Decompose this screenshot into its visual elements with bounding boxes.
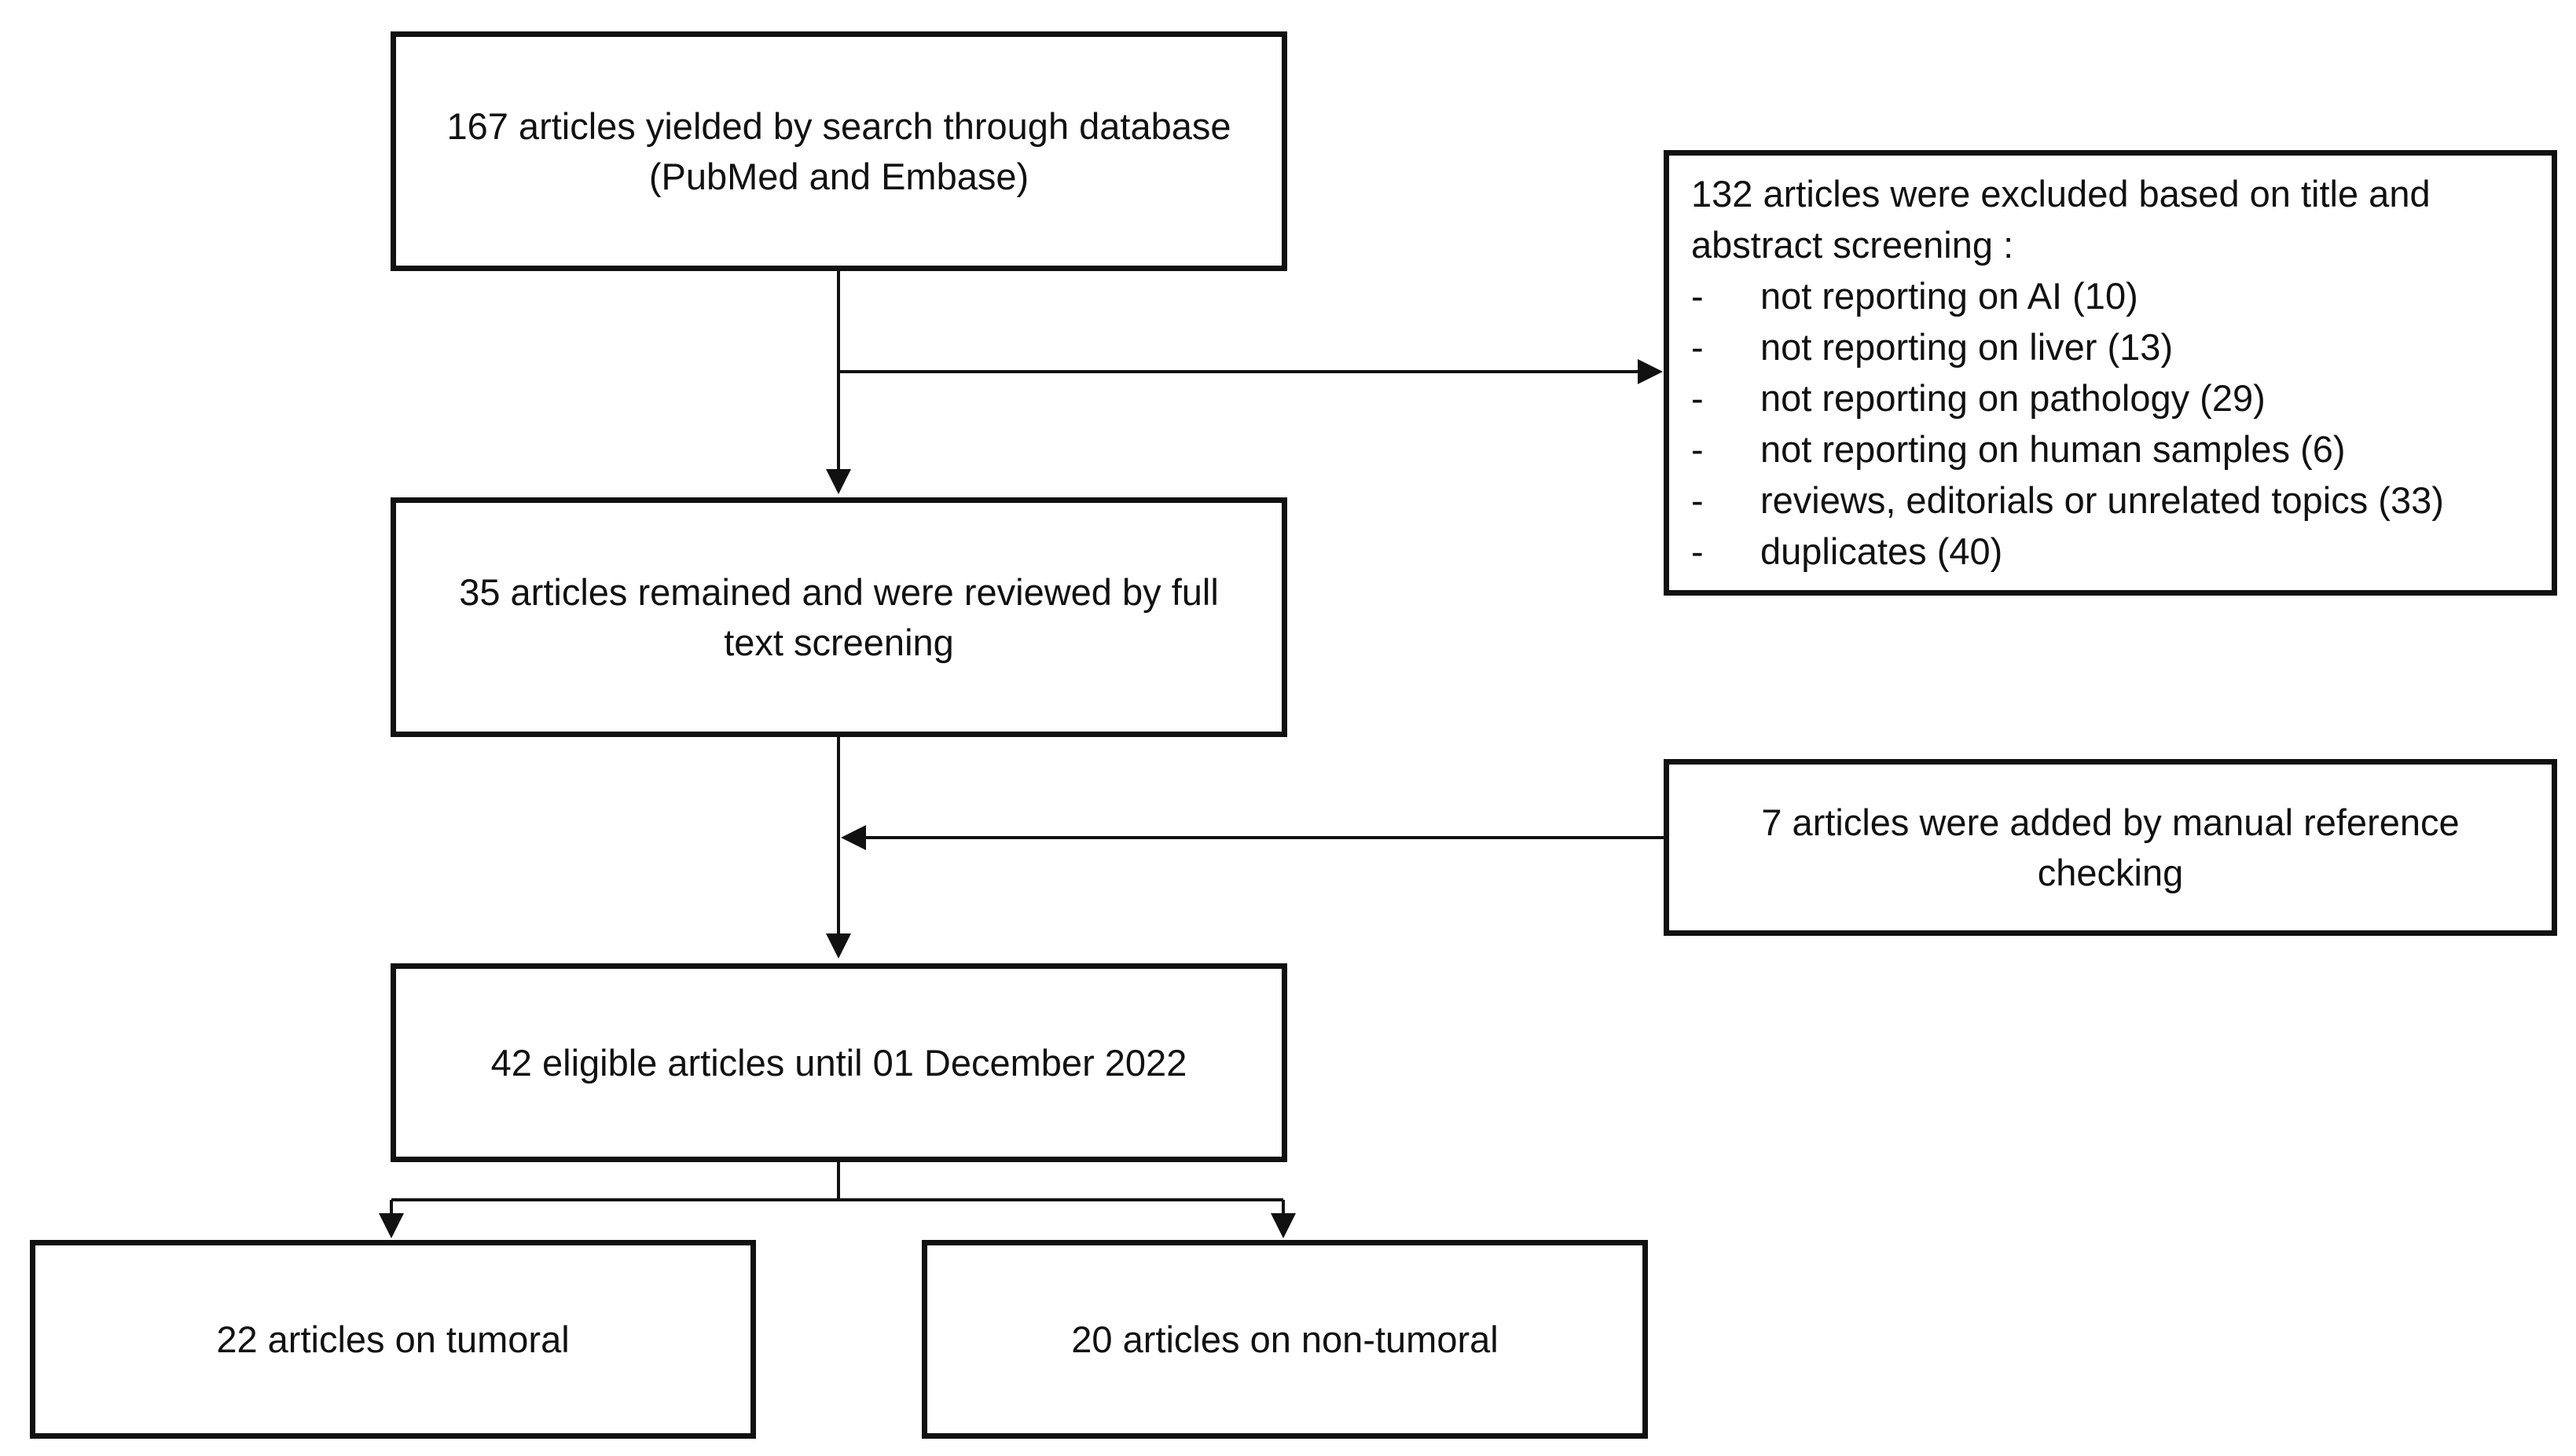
added-box: 7 articles were added by manual referenc… xyxy=(1664,759,2557,936)
bullet-dash: - xyxy=(1691,479,1704,521)
bullet-dash: - xyxy=(1691,326,1704,368)
exclusion-item-text: not reporting on AI (10) xyxy=(1760,275,2138,317)
exclusion-item: - not reporting on AI (10) xyxy=(1691,270,2530,321)
exclusion-item-text: duplicates (40) xyxy=(1760,530,2003,572)
bullet-dash: - xyxy=(1691,275,1704,317)
exclusion-item: - not reporting on liver (13) xyxy=(1691,321,2530,372)
exclusion-item-text: not reporting on pathology (29) xyxy=(1760,377,2266,419)
eligible-box-text: 42 eligible articles until 01 December 2… xyxy=(490,1041,1187,1084)
bullet-dash: - xyxy=(1691,428,1704,470)
excluded-box: 132 articles were excluded based on titl… xyxy=(1664,150,2557,596)
search-box-text: 167 articles yielded by search through d… xyxy=(446,105,1231,197)
search-box: 167 articles yielded by search through d… xyxy=(391,31,1287,271)
tumoral-box-text: 22 articles on tumoral xyxy=(216,1318,570,1360)
non-tumoral-box-text: 20 articles on non-tumoral xyxy=(1071,1318,1499,1360)
exclusion-item-text: not reporting on human samples (6) xyxy=(1760,428,2346,470)
remained-box-text: 35 articles remained and were reviewed b… xyxy=(459,570,1219,663)
eligible-box: 42 eligible articles until 01 December 2… xyxy=(391,963,1287,1162)
non-tumoral-box: 20 articles on non-tumoral xyxy=(922,1240,1648,1439)
tumoral-box: 22 articles on tumoral xyxy=(30,1240,756,1439)
exclusion-item-text: not reporting on liver (13) xyxy=(1760,326,2174,368)
bullet-dash: - xyxy=(1691,530,1704,572)
exclusion-item-text: reviews, editorials or unrelated topics … xyxy=(1760,479,2444,521)
exclusion-item: - not reporting on pathology (29) xyxy=(1691,372,2530,424)
bullet-dash: - xyxy=(1691,377,1704,419)
added-box-text: 7 articles were added by manual referenc… xyxy=(1761,801,2460,893)
exclusion-item: - not reporting on human samples (6) xyxy=(1691,424,2530,475)
exclusion-item: - reviews, editorials or unrelated topics… xyxy=(1691,475,2530,526)
excluded-header: 132 articles were excluded based on titl… xyxy=(1691,173,2431,266)
remained-box: 35 articles remained and were reviewed b… xyxy=(391,497,1287,737)
exclusion-item: - duplicates (40) xyxy=(1691,526,2530,577)
exclusion-list: - not reporting on AI (10) - not reporting… xyxy=(1691,270,2530,577)
